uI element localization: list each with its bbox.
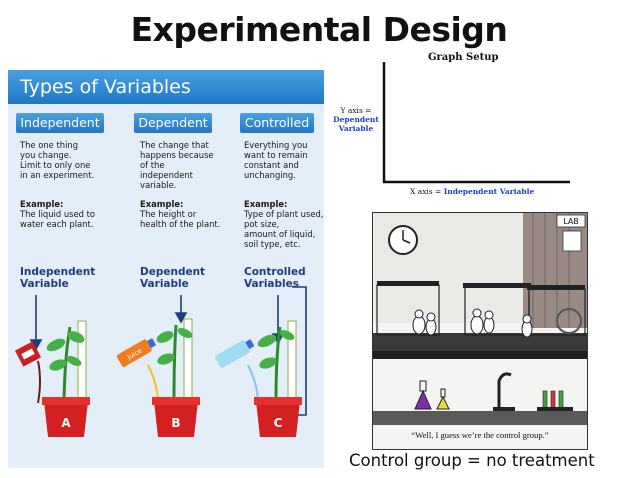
plant-a: A	[14, 320, 90, 437]
pot-b	[154, 401, 198, 437]
pot-c	[256, 401, 300, 437]
graph-setup-title: Graph Setup	[428, 52, 499, 63]
flask-icon	[414, 389, 432, 410]
dependent-description: The change that happens because of the i…	[140, 140, 214, 190]
independent-variable-label: Independent Variable	[20, 266, 96, 290]
plant-b: Juice B	[116, 318, 200, 437]
dependent-example-heading: Example:	[140, 199, 184, 209]
cartoon-caption: “Well, I guess we’re the control group.”	[411, 430, 549, 440]
juice-bottle-icon: Juice	[116, 338, 157, 367]
control-group-label: Control group = no treatment	[349, 451, 595, 470]
wheel-icon	[556, 308, 582, 334]
water-bottle-icon	[215, 339, 255, 368]
cartoon-drawing: LAB	[373, 213, 587, 449]
controlled-example-heading: Example:	[244, 199, 288, 209]
slide-title: Experimental Design	[130, 10, 508, 49]
tab-controlled: Controlled	[240, 113, 314, 133]
pot-b-letter: B	[171, 416, 180, 430]
plant-c: C	[215, 320, 302, 437]
panel-title: Types of Variables	[20, 76, 191, 98]
dependent-variable-label: Dependent Variable	[140, 266, 206, 290]
plant-illustrations: A Juice B C	[14, 286, 307, 437]
controlled-variables-label: Controlled Variables	[244, 266, 306, 290]
controlled-description: Everything you want to remain constant a…	[244, 140, 308, 180]
lab-mice-cartoon: LAB	[372, 212, 588, 450]
tab-dependent: Dependent	[134, 113, 212, 133]
pot-c-letter: C	[274, 416, 283, 430]
controlled-example: Type of plant used, pot size, amount of …	[244, 209, 324, 249]
microscope-icon	[497, 372, 512, 409]
mice	[412, 308, 533, 338]
clipboard-icon	[562, 230, 582, 252]
y-axis-label: Y axis = Dependent Variable	[333, 106, 379, 133]
pot-a-letter: A	[61, 416, 71, 430]
pot-a	[44, 401, 88, 437]
x-axis-label: X axis = Independent Variable	[410, 187, 535, 196]
independent-example-heading: Example:	[20, 199, 64, 209]
dependent-example: The height or health of the plant.	[140, 209, 221, 229]
graph-axes	[382, 62, 570, 184]
independent-example: The liquid used to water each plant.	[20, 209, 96, 229]
tab-independent: Independent	[16, 113, 104, 133]
independent-description: The one thing you change. Limit to only …	[20, 140, 95, 180]
panel-header	[8, 70, 324, 104]
test-tube-icon	[542, 390, 548, 410]
lab-sign: LAB	[563, 217, 579, 226]
